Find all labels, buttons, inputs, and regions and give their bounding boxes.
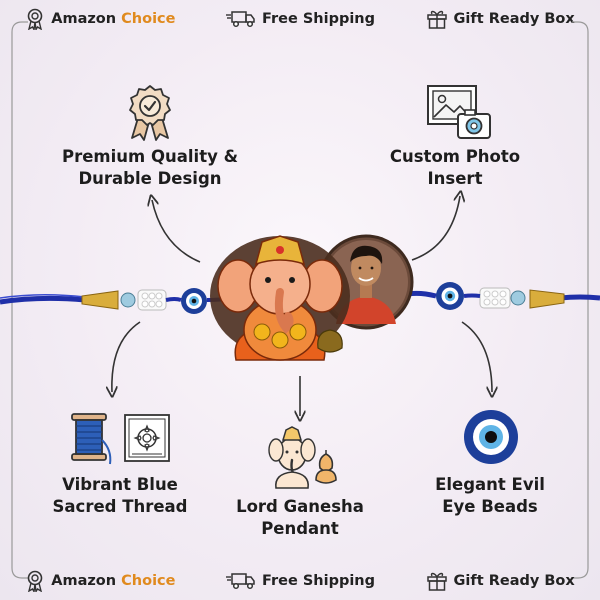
- gift-box-badge: Gift Ready Box: [426, 8, 575, 30]
- award-badge-icon: [27, 570, 43, 592]
- choice-label: Amazon Choice: [51, 11, 176, 27]
- feature-evil-eye-beads: Elegant Evil Eye Beads: [435, 475, 545, 516]
- photo-camera-icon: [427, 85, 491, 139]
- bottom-banner: Amazon Choice Free Shipping Gift Ready B…: [0, 562, 600, 600]
- right-gold-cap: [529, 289, 565, 309]
- feature-premium-quality: Premium Quality & Durable Design: [62, 147, 238, 188]
- shipping-label: Free Shipping: [262, 11, 376, 27]
- choice-label-bottom: Amazon Choice: [51, 573, 176, 589]
- ganesha-icon: [268, 426, 337, 489]
- left-gold-cap: [81, 290, 119, 310]
- gift-box-icon: [426, 572, 447, 591]
- shipping-label-bottom: Free Shipping: [262, 573, 376, 589]
- mandala-card-icon: [124, 414, 170, 462]
- arrow-evil-eye: [461, 321, 492, 392]
- free-shipping-badge: Free Shipping: [226, 9, 375, 29]
- portrait-photo: [336, 245, 396, 324]
- delivery-truck-icon: [226, 11, 255, 28]
- evil-eye-icon: [464, 410, 518, 464]
- arrow-photo: [411, 196, 460, 261]
- amazon-choice-badge: Amazon Choice: [25, 8, 175, 30]
- amazon-choice-badge-bottom: Amazon Choice: [25, 570, 175, 592]
- feature-custom-photo: Custom Photo Insert: [389, 147, 521, 188]
- left-crystal-bead: [120, 292, 136, 308]
- free-shipping-badge-bottom: Free Shipping: [226, 571, 375, 591]
- feature-blue-thread: Vibrant Blue Sacred Thread: [52, 475, 188, 516]
- right-crystal-bead: [510, 290, 526, 306]
- arrow-quality: [152, 200, 201, 263]
- feature-ganesha-pendant: Lord Ganesha Pendant: [236, 497, 364, 538]
- left-thread: [0, 295, 86, 305]
- gift-label: Gift Ready Box: [453, 11, 575, 27]
- gift-label-bottom: Gift Ready Box: [453, 573, 575, 589]
- award-badge-icon: [27, 8, 43, 30]
- delivery-truck-icon: [226, 573, 255, 590]
- top-banner: Amazon Choice Free Shipping Gift Ready B…: [0, 0, 600, 38]
- ganesha-pendant: [210, 235, 350, 361]
- gift-box-icon: [426, 10, 447, 29]
- arrow-thread: [112, 321, 141, 392]
- quality-ribbon-icon: [129, 85, 171, 141]
- right-thread: [559, 294, 600, 301]
- gift-box-badge-bottom: Gift Ready Box: [426, 570, 575, 592]
- thread-spool-icon: [71, 413, 112, 465]
